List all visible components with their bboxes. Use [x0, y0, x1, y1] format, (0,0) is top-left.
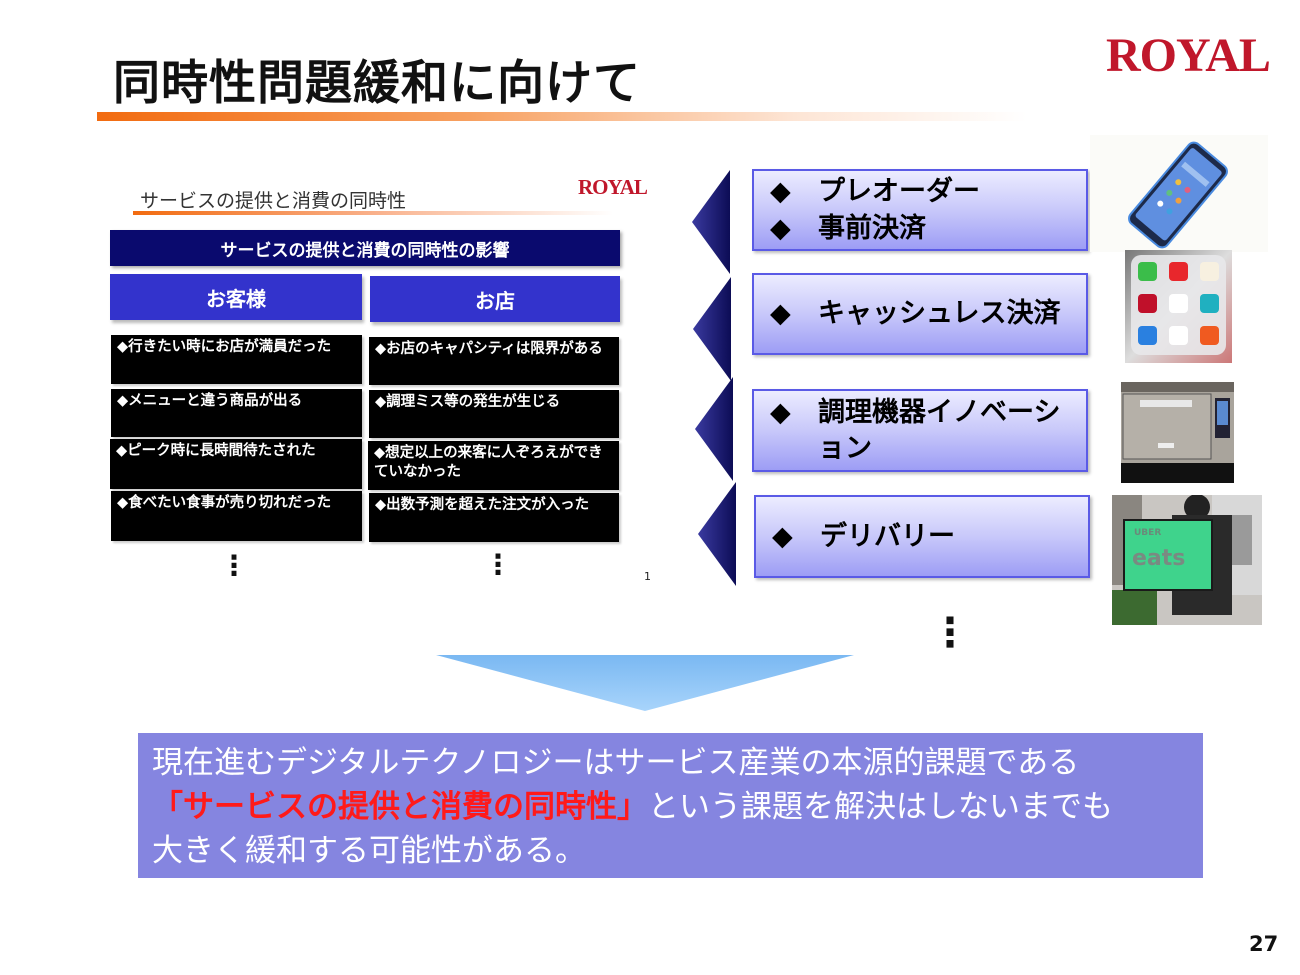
conclusion-box: 現在進むデジタルテクノロジーはサービス産業の本源的課題である 「サービスの提供と…	[138, 733, 1203, 878]
eats-text: eats	[1132, 546, 1185, 571]
uber-text: UBER	[1134, 528, 1161, 538]
solution-label: 事前決済	[818, 213, 926, 244]
column-header-store: お店	[370, 276, 620, 322]
conclusion-highlight: 「サービスの提供と消費の同時性」	[152, 789, 648, 825]
solution-label: プレオーダー	[818, 176, 980, 207]
customer-item: ◆ピーク時に長時間待たされた	[110, 439, 362, 489]
oven-image	[1120, 380, 1235, 485]
impact-header: サービスの提供と消費の同時性の影響	[110, 230, 620, 266]
left-chevron-icon	[692, 170, 730, 274]
royal-logo: ROYAL	[1106, 29, 1271, 82]
left-chevron-icon	[693, 277, 731, 381]
left-chevron-icon	[695, 377, 733, 481]
down-arrow-icon	[436, 655, 854, 711]
diamond-bullet-icon: ◆	[770, 176, 791, 207]
page-number: 27	[1249, 932, 1279, 956]
customer-item: ◆メニューと違う商品が出る	[111, 389, 362, 437]
embedded-slide-title: サービスの提供と消費の同時性	[140, 190, 407, 212]
smartphone-image	[1090, 135, 1268, 252]
solution-delivery: ◆ デリバリー	[754, 495, 1090, 578]
solution-label: 調理機器イノベーション	[818, 396, 1061, 464]
store-item: ◆出数予測を超えた注文が入った	[369, 493, 619, 542]
solution-cooking-innovation: ◆ 調理機器イノベーション	[752, 389, 1088, 472]
diamond-bullet-icon: ◆	[770, 396, 791, 428]
solution-label: キャッシュレス決済	[818, 298, 1061, 329]
embedded-page-number: 1	[644, 570, 651, 583]
solutions-ellipsis: ⋮	[930, 610, 970, 656]
column-header-customer: お客様	[110, 274, 362, 320]
embedded-royal-logo: ROYAL	[578, 175, 648, 199]
store-item: ◆想定以上の来客に人ぞろえができていなかった	[368, 441, 619, 490]
solution-cashless: ◆ キャッシュレス決済	[752, 273, 1088, 355]
store-item: ◆調理ミス等の発生が生じる	[369, 390, 619, 438]
diamond-bullet-icon: ◆	[772, 520, 793, 552]
customer-item: ◆食べたい食事が売り切れだった	[111, 491, 362, 541]
left-chevron-icon	[698, 482, 736, 586]
store-item: ◆お店のキャパシティは限界がある	[369, 337, 619, 385]
diamond-bullet-icon: ◆	[770, 298, 791, 329]
solution-preorder-prepay: ◆ プレオーダー ◆ 事前決済	[752, 169, 1088, 251]
customer-item: ◆行きたい時にお店が満員だった	[111, 335, 362, 384]
conclusion-line-2: という課題を解決はしないまでも	[648, 789, 1113, 825]
solution-label: デリバリー	[820, 520, 955, 552]
uber-eats-courier-image: UBER eats	[1112, 495, 1262, 625]
conclusion-line-1: 現在進むデジタルテクノロジーはサービス産業の本源的課題である	[152, 745, 1080, 781]
embedded-title-underline	[133, 211, 613, 215]
ellipsis-customer: ⋮	[220, 549, 248, 582]
diamond-bullet-icon: ◆	[770, 213, 791, 244]
payment-apps-image	[1125, 250, 1232, 363]
conclusion-line-3: 大きく緩和する可能性がある。	[152, 833, 586, 869]
slide-title: 同時性問題緩和に向けて	[113, 56, 641, 111]
ellipsis-store: ⋮	[484, 548, 512, 581]
title-underline	[97, 112, 1027, 121]
